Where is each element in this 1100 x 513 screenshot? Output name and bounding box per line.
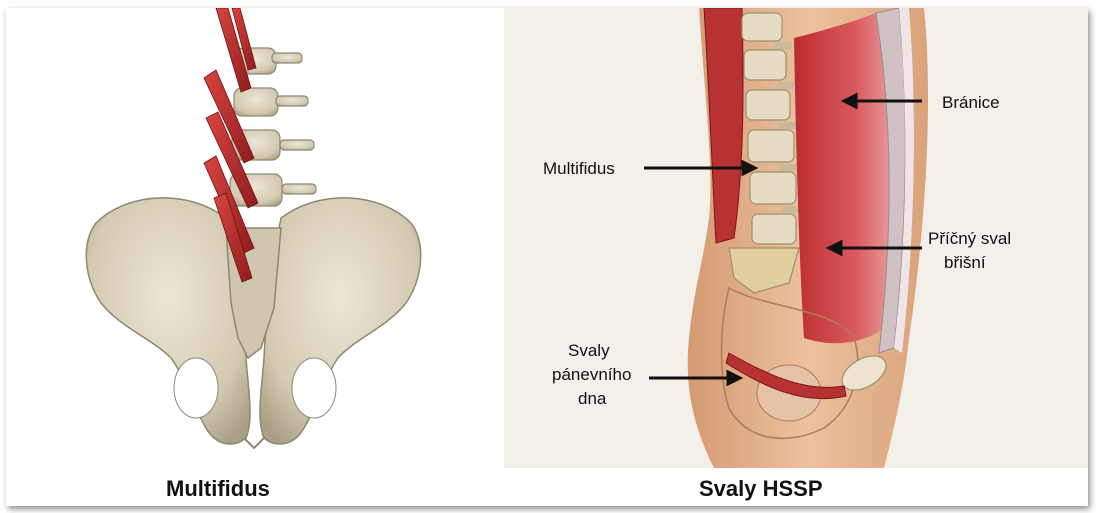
label-pricny-sval-1: Příčný sval xyxy=(928,228,1011,250)
transverse-abdominis xyxy=(794,13,896,343)
left-iliac-wing xyxy=(86,198,250,444)
right-iliac-wing xyxy=(260,198,421,444)
caption-svaly-hssp: Svaly HSSP xyxy=(699,476,823,502)
label-panevni-dno-2: pánevního xyxy=(552,364,631,386)
label-multifidus: Multifidus xyxy=(543,158,615,180)
caption-multifidus: Multifidus xyxy=(166,476,270,502)
pelvis-multifidus-illustration xyxy=(76,8,436,463)
label-branice: Bránice xyxy=(942,92,1000,114)
figure-frame: Bránice Multifidus Příčný sval břišní Sv… xyxy=(6,8,1088,506)
label-panevni-dno-3: dna xyxy=(578,388,606,410)
label-panevni-dno-1: Svaly xyxy=(568,340,610,362)
label-pricny-sval-2: břišní xyxy=(944,252,986,274)
